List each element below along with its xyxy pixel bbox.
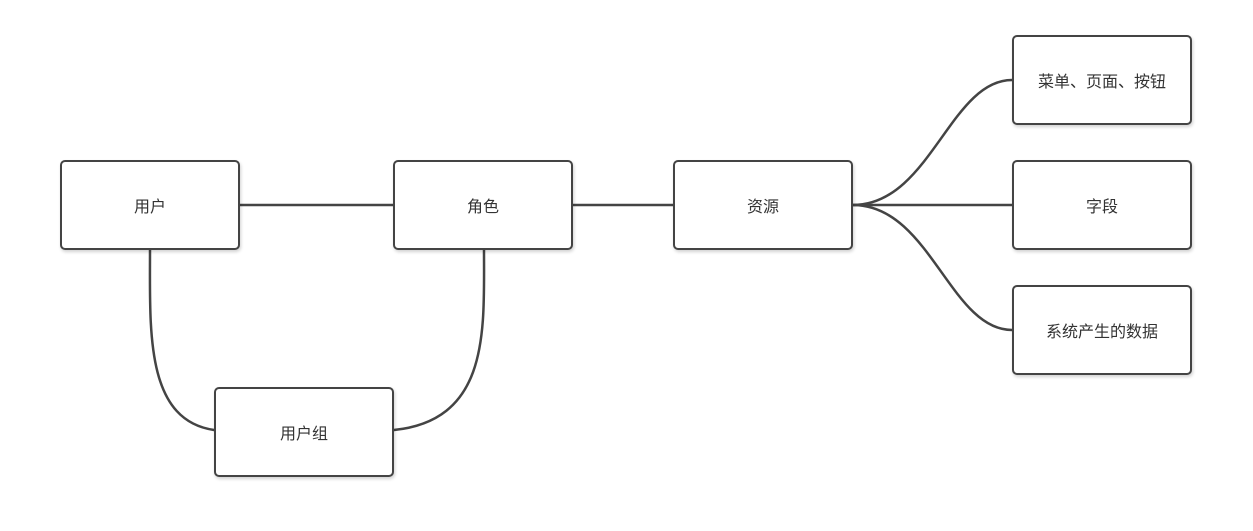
node-user-group-label: 用户组 xyxy=(279,424,328,443)
node-user[interactable]: 用户 xyxy=(60,160,240,250)
edge-resource-systemdata xyxy=(851,203,1014,332)
node-menu-page-button-label: 菜单、页面、按钮 xyxy=(1037,72,1166,91)
node-field-label: 字段 xyxy=(1085,197,1118,216)
node-resource[interactable]: 资源 xyxy=(673,160,853,250)
edge-role-usergroup xyxy=(392,248,486,432)
node-user-group[interactable]: 用户组 xyxy=(214,387,394,477)
node-role-label: 角色 xyxy=(466,197,499,216)
node-menu-page-button[interactable]: 菜单、页面、按钮 xyxy=(1012,35,1192,125)
node-role[interactable]: 角色 xyxy=(393,160,573,250)
edge-resource-menu xyxy=(851,78,1014,207)
node-resource-label: 资源 xyxy=(746,197,779,216)
node-system-data-label: 系统产生的数据 xyxy=(1045,322,1158,341)
node-system-data[interactable]: 系统产生的数据 xyxy=(1012,285,1192,375)
node-user-label: 用户 xyxy=(133,197,166,216)
node-field[interactable]: 字段 xyxy=(1012,160,1192,250)
edge-user-usergroup xyxy=(148,248,216,432)
